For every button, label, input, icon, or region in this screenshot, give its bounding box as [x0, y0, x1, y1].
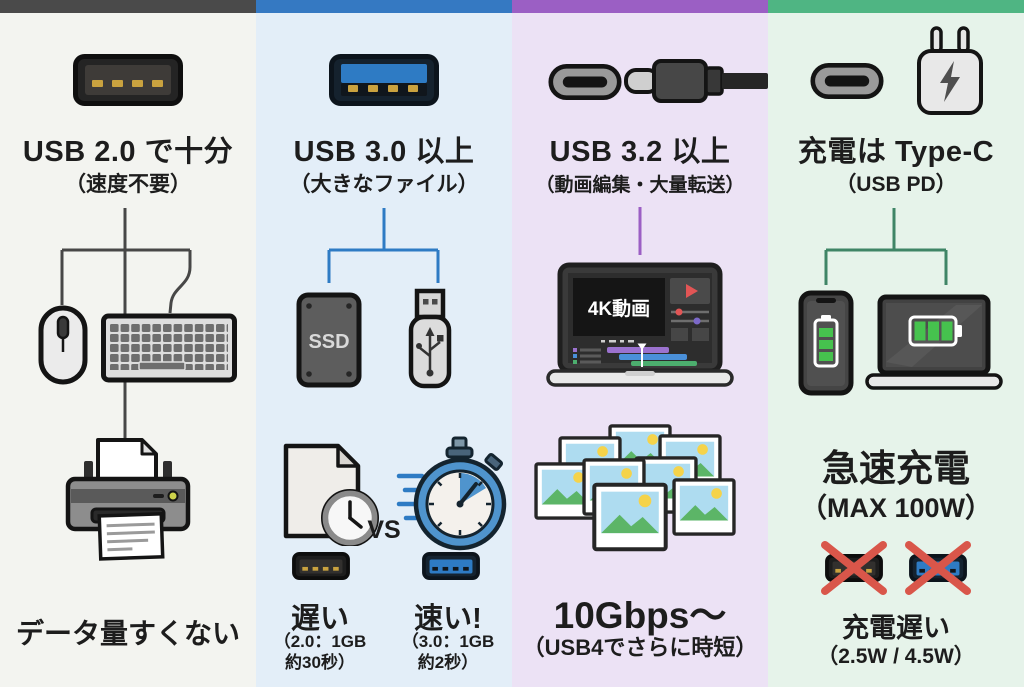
usb-c-cable-icon	[624, 59, 768, 103]
fast-detail-line2: 約2秒）	[417, 653, 479, 672]
printer-icon	[65, 438, 191, 561]
vs-label: VS	[367, 516, 401, 544]
laptop-screen-label: 4K動画	[588, 298, 650, 320]
usb-flash-drive-icon	[408, 288, 452, 389]
smartphone-battery-icon	[798, 290, 854, 396]
slow-detail-line2: 約30秒）	[285, 653, 355, 672]
column-subtitle: （USB PD）	[835, 173, 957, 196]
column-accent-bar	[0, 0, 256, 13]
column-subtitle: （動画編集・大量転送）	[535, 175, 745, 196]
fast-label: 速い!	[414, 603, 482, 635]
crossed-usb-a-2-icon	[818, 540, 890, 596]
fast-charge-note: （MAX 100W）	[799, 493, 993, 523]
slow-charge-note: （2.5W / 4.5W）	[817, 645, 975, 668]
usb-a-3-small-icon	[422, 552, 480, 580]
laptop-battery-icon	[865, 294, 1003, 390]
ssd-icon: SSD	[296, 292, 362, 388]
connector-tree-lines	[824, 208, 948, 285]
column-usb-3-2: USB 3.2 以上 （動画編集・大量転送） 4K動画	[512, 0, 768, 687]
photo-icon	[592, 482, 668, 552]
red-cross-icon	[905, 541, 971, 595]
slow-label: 遅い	[290, 603, 349, 635]
column-usb-3-0: USB 3.0 以上 （大きなファイル） SSD	[256, 0, 512, 687]
mouse-icon	[38, 305, 88, 385]
photo-icon	[672, 478, 736, 536]
column-title: USB 2.0 で十分	[22, 136, 234, 168]
usb-a-2-small-icon	[292, 552, 350, 580]
crossed-usb-a-3-icon	[902, 540, 974, 596]
column-bottom-label: データ量すくない	[15, 618, 240, 649]
speed-note: （USB4でさらに時短）	[522, 635, 758, 660]
stopwatch-icon	[396, 436, 507, 551]
usb-c-port-icon	[810, 62, 884, 100]
ssd-label: SSD	[308, 331, 349, 353]
column-usb-2-0: USB 2.0 で十分 （速度不要）	[0, 0, 256, 687]
column-accent-bar	[512, 0, 768, 13]
red-cross-icon	[821, 541, 887, 595]
column-subtitle: （大きなファイル）	[289, 173, 479, 196]
photo-stack-icon	[530, 420, 750, 572]
slow-detail: （2.0：1GB 約30秒）	[256, 631, 384, 673]
usb-a-2-connector-icon	[73, 54, 183, 106]
fast-detail: （3.0：1GB 約2秒）	[384, 631, 512, 673]
slow-charge-label: 充電遅い	[842, 613, 950, 643]
speed-label: 10Gbps〜	[553, 595, 727, 636]
file-clock-icon	[283, 443, 379, 546]
column-title: 充電は Type-C	[797, 136, 995, 168]
column-accent-bar	[256, 0, 512, 13]
fast-detail-line1: （3.0：1GB	[401, 632, 495, 651]
column-subtitle: （速度不要）	[65, 173, 191, 196]
fast-charge-label: 急速充電	[822, 448, 970, 489]
slow-detail-line1: （2.0：1GB	[273, 632, 367, 651]
column-accent-bar	[768, 0, 1024, 13]
photo-icon	[534, 462, 598, 520]
usb-c-port-icon	[548, 63, 622, 101]
connector-tree-lines	[327, 208, 440, 283]
column-type-c-charging: 充電は Type-C （USB PD） 急速充電	[768, 0, 1024, 687]
laptop-video-editing-icon: 4K動画	[546, 262, 734, 387]
connector-line	[638, 207, 642, 255]
column-title: USB 3.0 以上	[293, 136, 475, 168]
power-adapter-icon	[917, 26, 983, 115]
usb-a-3-connector-icon	[329, 54, 439, 106]
keyboard-icon	[101, 313, 237, 383]
column-title: USB 3.2 以上	[549, 136, 731, 168]
